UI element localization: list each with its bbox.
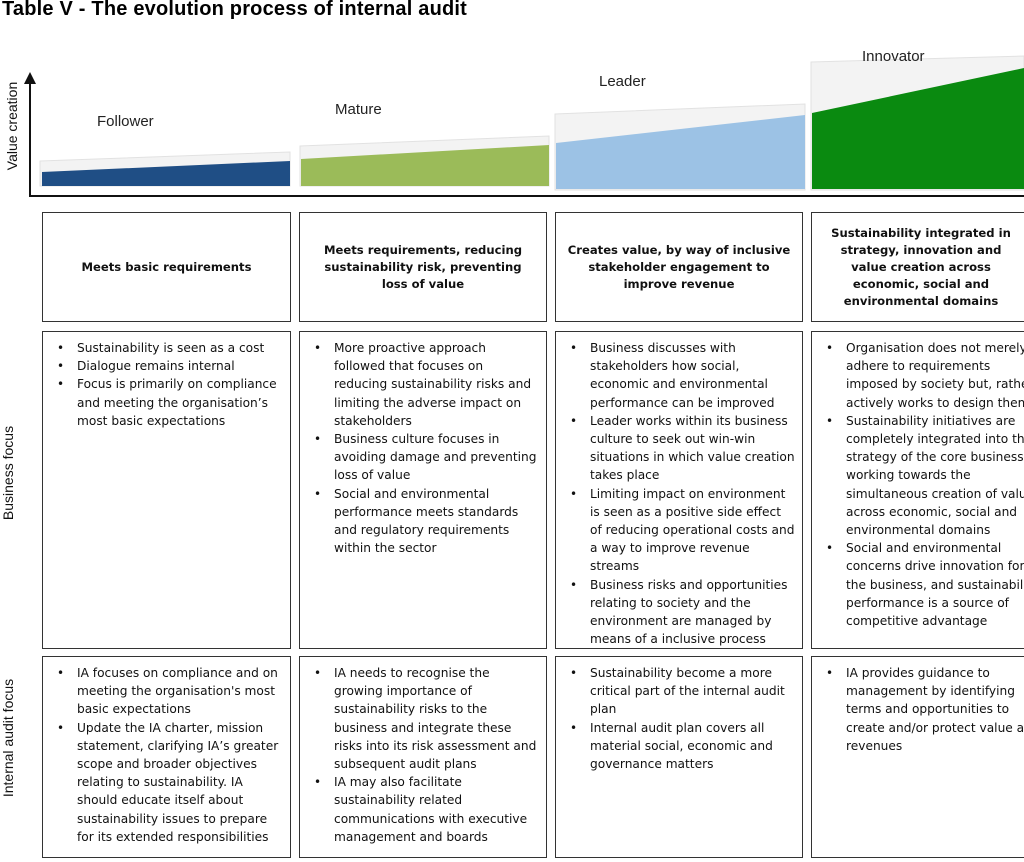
- business-focus-cell-innovator: Organisation does not merely adhere to r…: [811, 331, 1024, 649]
- business-focus-cell-follower: Sustainability is seen as a cost Dialogu…: [42, 331, 291, 649]
- bullet-list: More proactive approach followed that fo…: [300, 332, 546, 557]
- header-text: Creates value, by way of inclusive stake…: [567, 242, 791, 291]
- bullet-item: Leader works within its business culture…: [556, 412, 796, 485]
- y-axis-arrow-icon: [24, 72, 36, 84]
- stage-wedge-innovator: [812, 68, 1024, 189]
- bullet-item: Social and environmental performance mee…: [300, 485, 540, 558]
- bullet-item: Update the IA charter, mission statement…: [43, 719, 284, 846]
- stage-wedge-mature: [301, 145, 549, 186]
- bullet-item: IA provides guidance to management by id…: [812, 664, 1024, 755]
- bullet-list: IA needs to recognise the growing import…: [300, 657, 546, 846]
- business-focus-cell-mature: More proactive approach followed that fo…: [299, 331, 547, 649]
- bullet-item: IA needs to recognise the growing import…: [300, 664, 540, 773]
- header-cell-leader: Creates value, by way of inclusive stake…: [555, 212, 803, 322]
- internal-audit-cell-innovator: IA provides guidance to management by id…: [811, 656, 1024, 858]
- bullet-list: IA focuses on compliance and on meeting …: [43, 657, 290, 846]
- header-cell-mature: Meets requirements, reducing sustainabil…: [299, 212, 547, 322]
- header-cell-innovator: Sustainability integrated in strategy, i…: [811, 212, 1024, 322]
- internal-audit-cell-mature: IA needs to recognise the growing import…: [299, 656, 547, 858]
- row-label-business-focus: Business focus: [0, 425, 16, 521]
- bullet-item: Sustainability is seen as a cost: [43, 339, 284, 357]
- bullet-list: Organisation does not merely adhere to r…: [812, 332, 1024, 630]
- header-text: Meets basic requirements: [81, 259, 252, 274]
- bullet-item: Focus is primarily on compliance and mee…: [43, 375, 284, 430]
- row-label-internal-audit-focus: Internal audit focus: [0, 678, 16, 798]
- stage-label-follower: Follower: [97, 113, 154, 130]
- stage-label-mature: Mature: [335, 101, 382, 118]
- bullet-item: Internal audit plan covers all material …: [556, 719, 796, 774]
- bullet-item: Social and environmental concerns drive …: [812, 539, 1024, 630]
- bullet-item: IA may also facilitate sustainability re…: [300, 773, 540, 846]
- stage-label-leader: Leader: [599, 73, 646, 90]
- stage-wedge-leader: [556, 115, 805, 189]
- stage-label-innovator: Innovator: [862, 48, 925, 65]
- bullet-item: Business risks and opportunities relatin…: [556, 576, 796, 649]
- header-text: Meets requirements, reducing sustainabil…: [323, 242, 523, 291]
- internal-audit-cell-follower: IA focuses on compliance and on meeting …: [42, 656, 291, 858]
- bullet-item: More proactive approach followed that fo…: [300, 339, 540, 430]
- business-focus-cell-leader: Business discusses with stakeholders how…: [555, 331, 803, 649]
- bullet-list: IA provides guidance to management by id…: [812, 657, 1024, 755]
- bullet-item: Organisation does not merely adhere to r…: [812, 339, 1024, 412]
- value-creation-chart: [24, 55, 1024, 197]
- table-title: Table V - The evolution process of inter…: [2, 0, 468, 20]
- internal-audit-cell-leader: Sustainability become a more critical pa…: [555, 656, 803, 858]
- bullet-item: IA focuses on compliance and on meeting …: [43, 664, 284, 719]
- bullet-item: Sustainability become a more critical pa…: [556, 664, 796, 719]
- header-cell-follower: Meets basic requirements: [42, 212, 291, 322]
- bullet-item: Dialogue remains internal: [43, 357, 284, 375]
- stage-wedge-follower: [42, 161, 290, 186]
- bullet-item: Sustainability initiatives are completel…: [812, 412, 1024, 539]
- bullet-item: Limiting impact on environment is seen a…: [556, 485, 796, 576]
- bullet-list: Business discusses with stakeholders how…: [556, 332, 802, 648]
- bullet-list: Sustainability is seen as a cost Dialogu…: [43, 332, 290, 430]
- header-text: Sustainability integrated in strategy, i…: [831, 225, 1011, 308]
- bullet-list: Sustainability become a more critical pa…: [556, 657, 802, 773]
- bullet-item: Business discusses with stakeholders how…: [556, 339, 796, 412]
- bullet-item: Business culture focuses in avoiding dam…: [300, 430, 540, 485]
